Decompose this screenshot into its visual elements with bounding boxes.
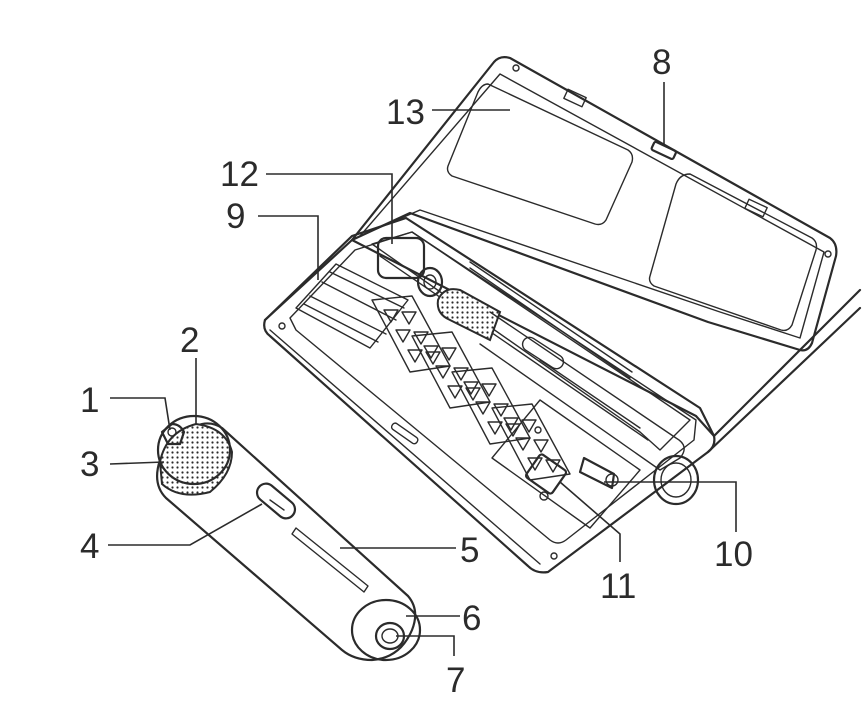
- sim-tool-holder: [524, 453, 568, 495]
- bit-tip: [160, 422, 186, 446]
- callout-13: 13: [386, 93, 425, 132]
- case-tray: [289, 231, 697, 544]
- bit-socket: [545, 459, 561, 473]
- callout-11: 11: [600, 567, 636, 606]
- case-lid: [350, 56, 838, 352]
- bit-socket: [493, 403, 509, 417]
- accessory-compartment: [491, 399, 641, 529]
- spare-bit: [578, 456, 616, 490]
- callout-7: 7: [446, 661, 465, 700]
- callout-8: 8: [652, 43, 671, 82]
- callout-12: 12: [220, 155, 259, 194]
- bit-socket: [515, 437, 531, 451]
- leader-9: [258, 215, 319, 280]
- bit-socket: [505, 423, 521, 437]
- bit-socket: [481, 383, 497, 397]
- leader-1: [110, 397, 171, 431]
- callout-3: 3: [80, 445, 99, 484]
- callout-10: 10: [714, 535, 753, 574]
- electric-screwdriver: [155, 414, 422, 662]
- bit-socket: [413, 331, 429, 345]
- bit-socket: [407, 349, 423, 363]
- power-button: [255, 482, 297, 520]
- bit-socket: [533, 439, 549, 453]
- bit-socket: [395, 329, 411, 343]
- bit-socket: [475, 401, 491, 415]
- bit-socket: [401, 311, 417, 325]
- bit-socket: [435, 365, 451, 379]
- bit-socket: [425, 351, 441, 365]
- bit-socket: [465, 387, 481, 401]
- callout-1: 1: [80, 381, 99, 420]
- bit-socket: [521, 419, 537, 433]
- bit-socket: [423, 345, 439, 359]
- extension-bar: [376, 236, 444, 298]
- bit-socket: [441, 347, 457, 361]
- case-base: [263, 216, 862, 574]
- lid-latch: [650, 140, 678, 161]
- leader-10: [604, 481, 737, 532]
- leader-3: [109, 461, 165, 465]
- bit-socket: [527, 457, 543, 471]
- bit-socket: [383, 309, 399, 323]
- bit-socket: [503, 417, 519, 431]
- callout-2: 2: [180, 321, 199, 360]
- callout-labels: 1 2 3 4 5 6 7 8 9 10 11 12 13: [80, 43, 753, 700]
- bit-socket: [463, 381, 479, 395]
- leader-4: [108, 503, 263, 546]
- bit-socket: [453, 367, 469, 381]
- leader-lines: [108, 82, 737, 656]
- bit-rows: [371, 295, 571, 481]
- leader-7: [396, 635, 455, 656]
- callout-6: 6: [462, 599, 481, 638]
- bit-socket: [487, 421, 503, 435]
- bit-socket: [447, 385, 463, 399]
- callout-5: 5: [460, 531, 479, 570]
- indicator-strip: [291, 527, 369, 593]
- callout-4: 4: [80, 527, 99, 566]
- callout-9: 9: [226, 197, 245, 236]
- storage-case: [263, 56, 862, 574]
- bit-block-frame: [491, 403, 571, 481]
- leader-11: [559, 481, 621, 562]
- leader-12: [266, 173, 393, 244]
- bit-holder-slots: [295, 263, 409, 349]
